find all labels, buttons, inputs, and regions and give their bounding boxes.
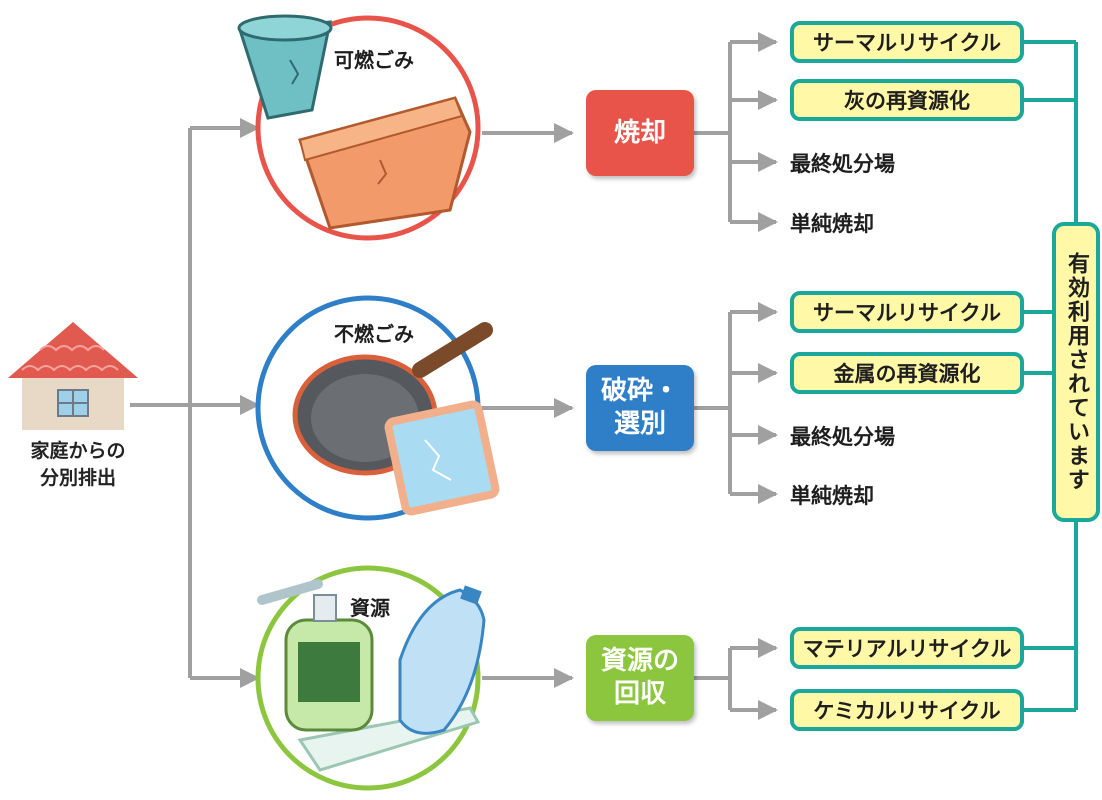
noncombustible-output-thermal-recycle: サーマルリサイクル: [790, 291, 1024, 333]
combustible-output-simple-incineration: 単純焼却: [790, 212, 874, 236]
resources-output-chemical-recycle: ケミカルリサイクル: [790, 689, 1024, 731]
crushing-line1: 破砕・: [600, 376, 679, 406]
noncombustible-output-simple-incineration: 単純焼却: [790, 484, 874, 508]
category-to-process-arrows: [482, 123, 574, 688]
resources-label: 資源: [350, 596, 390, 620]
resources-output-material-recycle: マテリアルリサイクル: [790, 627, 1024, 669]
incineration-process-box: 焼却: [586, 90, 694, 176]
incineration-line1: 焼却: [613, 117, 666, 148]
crushing-sorting-process-box: 破砕・ 選別: [586, 365, 694, 451]
combustible-output-landfill: 最終処分場: [790, 152, 895, 176]
source-label-line2: 分別排出: [39, 467, 116, 489]
house-icon: [8, 322, 138, 430]
collection-line2: 回収: [613, 679, 666, 709]
combustible-label: 可燃ごみ: [334, 48, 414, 72]
combustible-output-thermal-recycle: サーマルリサイクル: [790, 21, 1024, 63]
bucket-and-basket-icon: [237, 14, 472, 230]
source-label-line1: 家庭からの: [30, 440, 126, 462]
source-branch-arrows: [130, 118, 260, 688]
collection-line1: 資源の: [600, 646, 679, 676]
effective-use-box: 有効利用されています: [1052, 222, 1100, 522]
noncombustible-output-landfill: 最終処分場: [790, 425, 895, 449]
bottle-and-tray-icon: [257, 579, 486, 772]
source-label: 家庭からの 分別排出: [12, 438, 144, 492]
effective-use-label: 有効利用されています: [1064, 252, 1089, 492]
noncombustible-label: 不燃ごみ: [334, 322, 414, 346]
resource-collection-process-box: 資源の 回収: [586, 635, 694, 721]
combustible-output-ash-recycle: 灰の再資源化: [790, 79, 1024, 121]
noncombustible-output-metal-recycle: 金属の再資源化: [790, 352, 1024, 394]
frying-pan-and-broken-mirror-icon: [292, 322, 500, 516]
process-to-output-arrows: [694, 32, 778, 720]
crushing-line2: 選別: [613, 409, 666, 439]
